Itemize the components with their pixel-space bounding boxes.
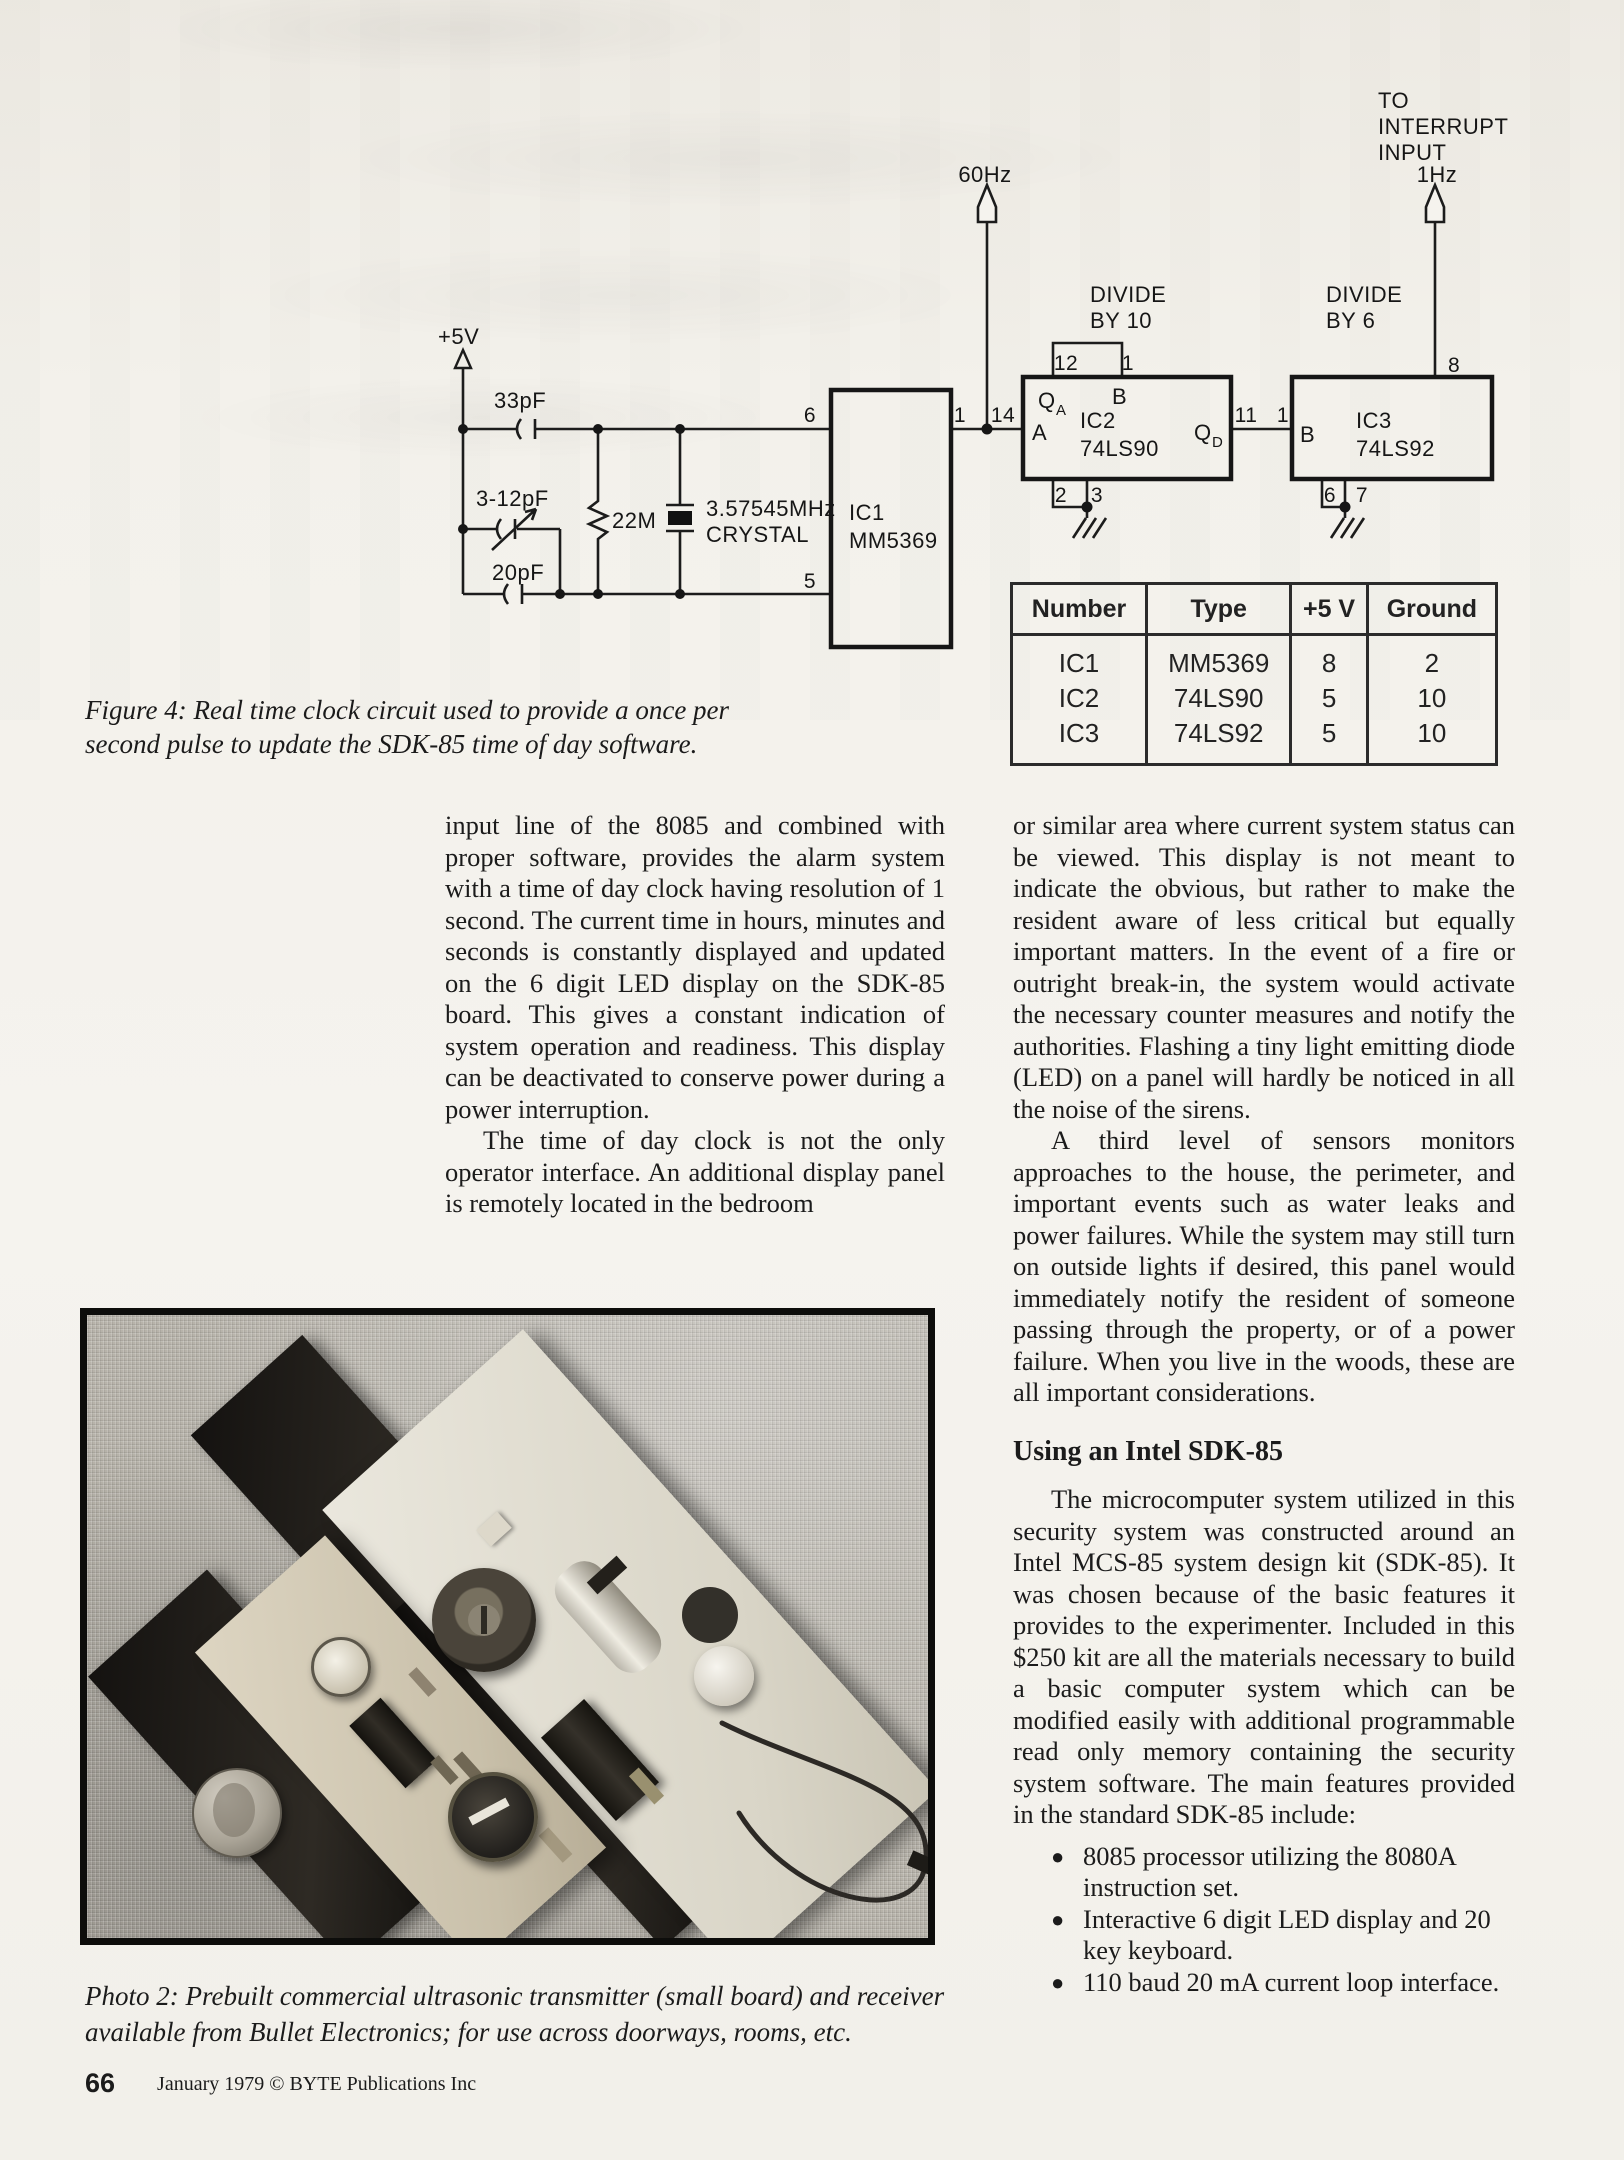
list-item: Interactive 6 digit LED display and 20 k… — [1013, 1904, 1515, 1967]
label-1hz: 1Hz — [1417, 162, 1458, 187]
port-qd: Q — [1194, 420, 1212, 445]
cell: 10 — [1365, 716, 1497, 765]
label-interrupt-2: INTERRUPT — [1378, 114, 1508, 139]
label-divide10-2: BY 10 — [1090, 308, 1152, 333]
cell: 5 — [1289, 681, 1368, 716]
cell: 5 — [1289, 716, 1368, 765]
ic3-box — [1289, 374, 1495, 482]
paragraph: or similar area where current system sta… — [1013, 810, 1515, 1124]
paragraph: A third level of sensors monitors approa… — [1013, 1125, 1515, 1407]
feature-list: 8085 processor utilizing the 8080A instr… — [1013, 1841, 1515, 1999]
photo2-caption: Photo 2: Prebuilt commercial ultrasonic … — [85, 1981, 945, 2047]
page-footer: 66 January 1979 © BYTE Publications Inc — [85, 2068, 885, 2099]
pin-11: 11 — [1235, 404, 1258, 427]
wire-loop — [719, 1720, 928, 1903]
potentiometer — [448, 1772, 538, 1862]
junction-dots — [458, 423, 1351, 599]
label-ic3: IC3 — [1356, 408, 1392, 433]
cell: MM5369 — [1145, 634, 1291, 681]
figure4-schematic: +5V 33pF 3-12pF 20pF 22M 3.57545MHz CRYS… — [438, 88, 1508, 650]
label-interrupt-3: INPUT — [1378, 140, 1447, 165]
label-60hz: 60Hz — [958, 162, 1011, 187]
ground-symbol-ic2 — [1071, 517, 1108, 539]
col-header-number: Number — [1011, 583, 1147, 636]
paragraph: The microcomputer system utilized in thi… — [1013, 1484, 1515, 1829]
transducer-slot — [481, 1606, 487, 1634]
paragraph: The time of day clock is not the only op… — [445, 1125, 945, 1218]
cell: 8 — [1289, 634, 1368, 681]
pin-5: 5 — [804, 570, 816, 593]
label-ic1: IC1 — [849, 500, 885, 525]
col-header-5v: +5 V — [1289, 583, 1368, 636]
section-heading: Using an Intel SDK-85 — [1013, 1435, 1283, 1467]
pin-1b: 1 — [1122, 352, 1134, 375]
label-20pf: 20pF — [492, 560, 544, 585]
cell: 10 — [1365, 681, 1497, 716]
cell: 74LS90 — [1145, 681, 1291, 716]
table-header-row: Number Type +5 V Ground — [1011, 583, 1497, 636]
table-row: IC1 MM5369 8 2 — [1012, 634, 1497, 681]
round-capacitor-white — [694, 1646, 754, 1706]
label-divide6-1: DIVIDE — [1326, 282, 1402, 307]
port-b: B — [1112, 384, 1127, 409]
label-33pf: 33pF — [494, 388, 546, 413]
label-ic3-part: 74LS92 — [1356, 436, 1435, 461]
pin-12: 12 — [1054, 352, 1078, 375]
pin-8: 8 — [1448, 354, 1460, 377]
pin-6: 6 — [804, 404, 816, 427]
crystal-symbol — [668, 511, 692, 525]
pin-1c: 1 — [1277, 404, 1289, 427]
figure4-caption: Figure 4: Real time clock circuit used t… — [85, 695, 730, 759]
pin-14: 14 — [991, 404, 1015, 427]
label-ic1-part: MM5369 — [849, 528, 938, 553]
port-a: A — [1032, 420, 1047, 445]
cell: 74LS92 — [1145, 716, 1291, 765]
pin-7: 7 — [1356, 484, 1368, 507]
label-ic2: IC2 — [1080, 408, 1116, 433]
publication-credit: January 1979 © BYTE Publications Inc — [157, 2073, 477, 2095]
plus5v-arrow-icon — [453, 347, 473, 370]
table-row: IC3 74LS92 5 10 — [1012, 716, 1497, 765]
cell: IC3 — [1058, 718, 1100, 748]
port-qa-sub: A — [1056, 402, 1067, 419]
port-qa: Q — [1038, 388, 1056, 413]
label-3-12pf: 3-12pF — [476, 486, 549, 511]
label-divide6-2: BY 6 — [1326, 308, 1375, 333]
ultrasonic-transducer-small — [311, 1637, 371, 1697]
photo2-image — [80, 1308, 935, 1945]
dark-component — [682, 1587, 738, 1643]
pin-2: 2 — [1055, 484, 1067, 507]
label-plus5v: +5V — [438, 324, 479, 349]
coin-portrait — [213, 1783, 255, 1837]
ic2-box — [1020, 374, 1234, 482]
paragraph: input line of the 8085 and combined with… — [445, 810, 945, 1124]
label-interrupt-1: TO — [1378, 88, 1409, 113]
col-header-type: Type — [1145, 583, 1291, 636]
pin-1: 1 — [954, 404, 966, 427]
label-22m: 22M — [612, 508, 656, 533]
label-crystal: CRYSTAL — [706, 522, 809, 547]
cell: IC1 — [1058, 648, 1100, 678]
cell: IC2 — [1058, 683, 1100, 713]
list-item: 110 baud 20 mA current loop interface. — [1013, 1967, 1515, 1999]
cell: 2 — [1365, 634, 1497, 681]
ground-symbol-ic3 — [1329, 517, 1366, 539]
list-item: 8085 processor utilizing the 8080A instr… — [1013, 1841, 1515, 1904]
label-divide10-1: DIVIDE — [1090, 282, 1166, 307]
ic1-box — [828, 387, 954, 650]
label-ic2-part: 74LS90 — [1080, 436, 1159, 461]
col-header-ground: Ground — [1365, 583, 1497, 636]
signal-arrow-60hz-icon — [976, 181, 998, 224]
pin-6b: 6 — [1324, 484, 1336, 507]
page-number: 66 — [85, 2068, 116, 2098]
port-b2: B — [1300, 422, 1315, 447]
label-crystal-freq: 3.57545MHz — [706, 496, 836, 521]
article-column-right: or similar area where current system sta… — [1013, 810, 1515, 1998]
port-qd-sub: D — [1212, 434, 1223, 451]
article-column-left: input line of the 8085 and combined with… — [445, 810, 945, 1220]
table-row: IC2 74LS90 5 10 — [1012, 681, 1497, 716]
signal-arrow-1hz-icon — [1424, 181, 1446, 224]
ic-pin-table: Number Type +5 V Ground IC1 MM5369 8 2 I… — [1010, 582, 1498, 766]
pin-3: 3 — [1091, 484, 1103, 507]
